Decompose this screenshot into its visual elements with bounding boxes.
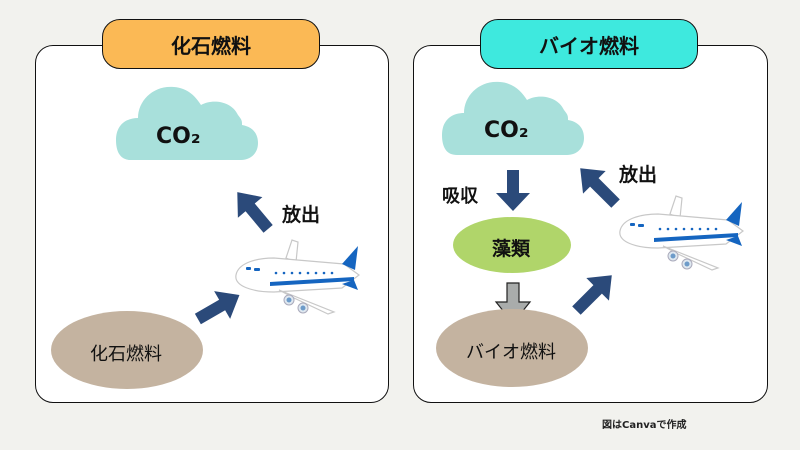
release-label-left: 放出 [282,204,321,226]
biofuel-ellipse [436,309,588,387]
airplane-icon-right [619,195,744,271]
airplane-icon-left [235,239,360,315]
algae-ellipse [453,217,571,273]
arrow-plane-to-co2-left [237,192,273,233]
credit-text: 図はCanvaで作成 [602,420,687,431]
fossil-fuel-ellipse [51,311,203,389]
fossil-fuel-title: 化石燃料 [102,19,320,69]
arrow-absorb-down [496,170,530,211]
algae-label: 藻類 [492,238,531,260]
fossil-fuel-label: 化石燃料 [90,344,162,365]
arrow-biofuel-to-plane [572,275,612,315]
absorb-label: 吸収 [442,186,478,207]
arrow-fossil-to-plane [194,291,240,325]
biofuel-label: バイオ燃料 [466,342,556,363]
arrow-plane-to-co2-right [580,168,620,208]
co2-label-left: CO₂ [156,124,201,149]
co2-label-right: CO₂ [484,118,529,143]
release-label-right: 放出 [619,164,658,186]
biofuel-title: バイオ燃料 [480,19,698,69]
